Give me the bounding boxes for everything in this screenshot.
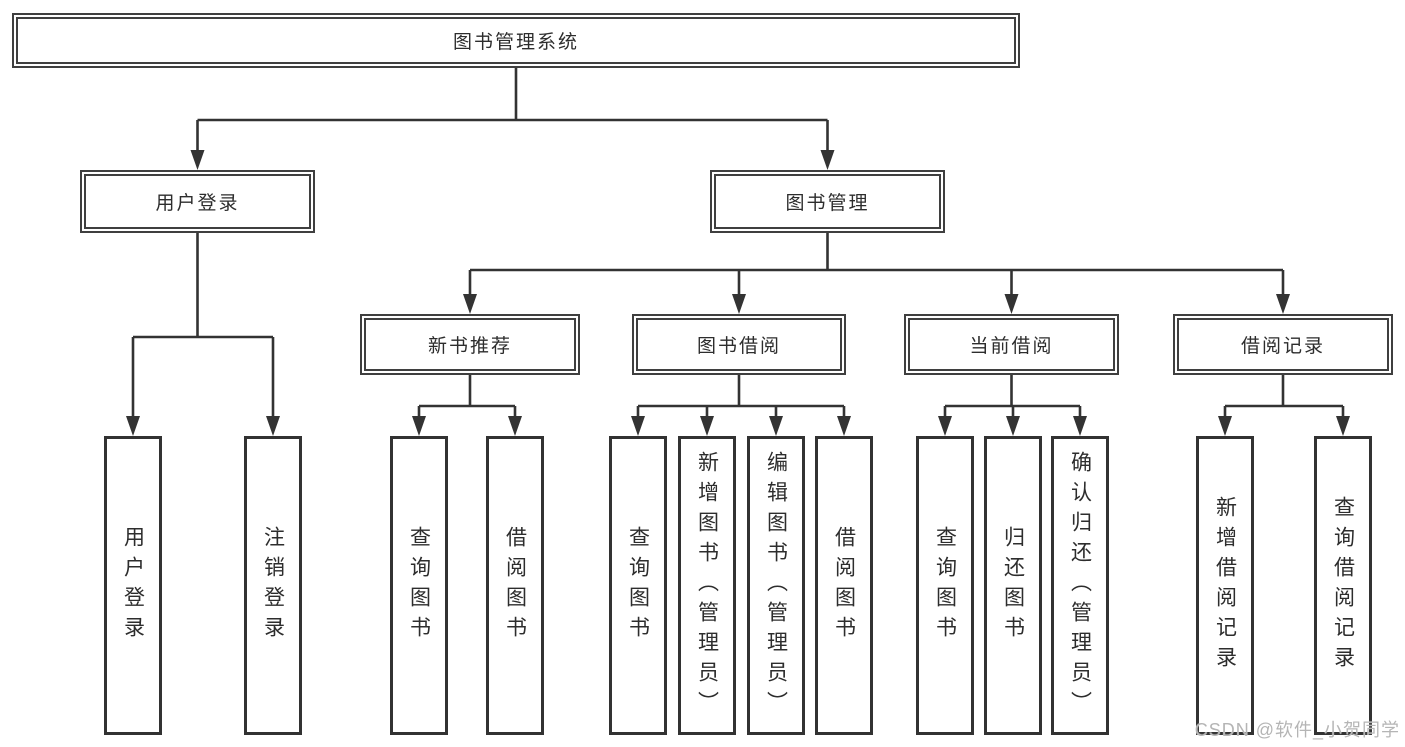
- node-label: 注销登录: [261, 525, 285, 646]
- node-label: 查询图书: [933, 525, 957, 646]
- leaf-user-login: 用户登录: [104, 436, 162, 735]
- node-label: 查询图书: [626, 525, 650, 646]
- node-label: 借阅记录: [1240, 336, 1325, 357]
- node-label: 归还图书: [1001, 525, 1025, 646]
- node-label: 图书管理系统: [452, 32, 579, 53]
- connector-lines: [131, 68, 1345, 417]
- node-label: 借阅图书: [503, 525, 527, 646]
- leaf-logout: 注销登录: [244, 436, 302, 735]
- node-borrow-records: 借阅记录: [1173, 314, 1393, 375]
- leaf-query-books: 查询图书: [609, 436, 667, 735]
- node-user-login: 用户登录: [80, 170, 315, 233]
- node-label: 图书借阅: [696, 336, 781, 357]
- leaf-query-books: 查询图书: [916, 436, 974, 735]
- node-book-borrowing: 图书借阅: [632, 314, 846, 375]
- leaf-edit-books-admin: 编辑图书（管理员）: [747, 436, 805, 735]
- node-label: 借阅图书: [832, 525, 856, 646]
- node-library-management-system: 图书管理系统: [12, 13, 1020, 68]
- leaf-query-books: 查询图书: [390, 436, 448, 735]
- node-label: 用户登录: [121, 525, 145, 646]
- node-label: 用户登录: [155, 193, 240, 214]
- node-label: 新增借阅记录: [1213, 495, 1237, 676]
- leaf-borrow-books: 借阅图书: [486, 436, 544, 735]
- node-label: 编辑图书（管理员）: [764, 450, 788, 721]
- leaf-add-borrow-record: 新增借阅记录: [1196, 436, 1254, 735]
- node-label: 新增图书（管理员）: [695, 450, 719, 721]
- leaf-borrow-books: 借阅图书: [815, 436, 873, 735]
- leaf-return-books: 归还图书: [984, 436, 1042, 735]
- node-label: 查询借阅记录: [1331, 495, 1355, 676]
- node-label: 当前借阅: [969, 336, 1054, 357]
- node-new-book-recommend: 新书推荐: [360, 314, 580, 375]
- node-book-management: 图书管理: [710, 170, 945, 233]
- node-label: 查询图书: [407, 525, 431, 646]
- node-current-borrowing: 当前借阅: [904, 314, 1119, 375]
- node-label: 确认归还（管理员）: [1068, 450, 1092, 721]
- node-label: 新书推荐: [427, 336, 512, 357]
- csdn-watermark: CSDN @软件_小贺同学: [1194, 720, 1400, 740]
- leaf-confirm-return-admin: 确认归还（管理员）: [1051, 436, 1109, 735]
- leaf-add-books-admin: 新增图书（管理员）: [678, 436, 736, 735]
- node-label: 图书管理: [785, 193, 870, 214]
- leaf-query-borrow-record: 查询借阅记录: [1314, 436, 1372, 735]
